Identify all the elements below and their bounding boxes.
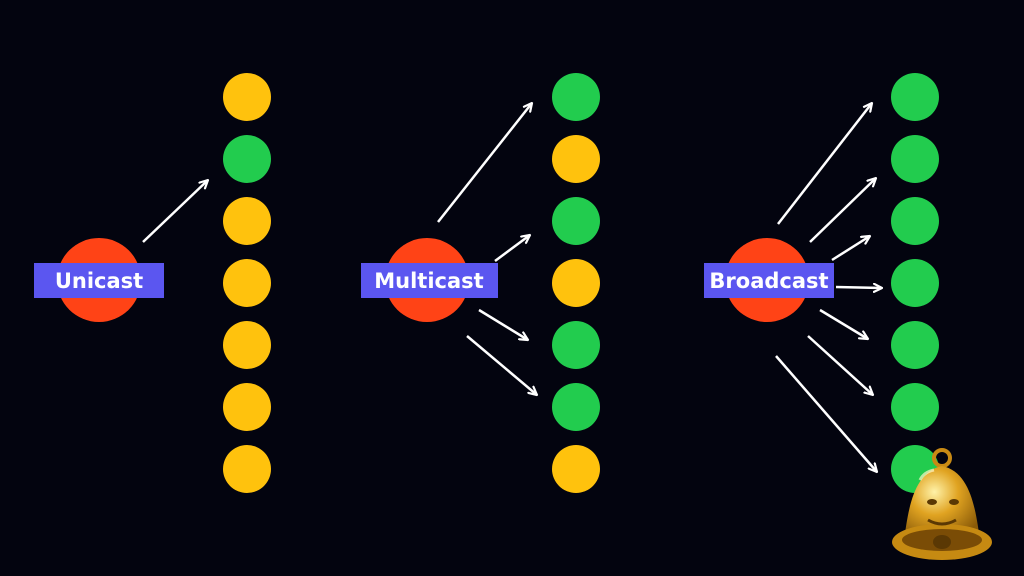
receiver-node-idle xyxy=(223,73,271,121)
panel-unicast: Unicast xyxy=(34,73,271,493)
receiver-node-active xyxy=(891,383,939,431)
receiver-node-active xyxy=(223,135,271,183)
arrow xyxy=(494,235,530,263)
panel-multicast: Multicast xyxy=(361,73,600,493)
arrows xyxy=(142,180,208,243)
receiver-node-active xyxy=(891,197,939,245)
receiver-column xyxy=(223,73,271,493)
receiver-column xyxy=(891,73,939,493)
cast-label-box xyxy=(704,263,834,298)
receiver-node-idle xyxy=(223,321,271,369)
arrow xyxy=(466,335,537,395)
cast-label-box xyxy=(34,263,164,298)
receiver-node-idle xyxy=(223,383,271,431)
receiver-node-active xyxy=(552,73,600,121)
receiver-node-idle xyxy=(223,259,271,307)
arrow xyxy=(775,355,877,472)
receiver-node-active xyxy=(891,259,939,307)
receiver-node-idle xyxy=(552,259,600,307)
receiver-node-active xyxy=(552,197,600,245)
arrow xyxy=(819,308,868,339)
arrow xyxy=(835,287,882,288)
arrow xyxy=(809,178,876,243)
receiver-node-idle xyxy=(552,135,600,183)
receiver-node-active xyxy=(891,73,939,121)
arrow xyxy=(437,103,532,223)
arrows xyxy=(437,103,537,395)
receiver-node-idle xyxy=(223,445,271,493)
arrows xyxy=(775,103,882,472)
arrow xyxy=(777,103,872,225)
receiver-node-idle xyxy=(552,445,600,493)
bell-icon xyxy=(892,448,992,560)
cast-label-box xyxy=(361,263,498,298)
receiver-node-idle xyxy=(223,197,271,245)
receiver-node-active xyxy=(552,321,600,369)
arrow xyxy=(807,335,873,395)
arrow xyxy=(831,236,870,262)
cast-label: Multicast xyxy=(374,269,483,293)
receiver-node-active xyxy=(891,321,939,369)
panel-broadcast: Broadcast xyxy=(704,73,939,493)
receiver-node-active xyxy=(552,383,600,431)
arrow xyxy=(142,180,208,243)
arrow xyxy=(478,308,528,340)
receiver-column xyxy=(552,73,600,493)
cast-label: Broadcast xyxy=(709,269,828,293)
cast-label: Unicast xyxy=(55,269,143,293)
receiver-node-active xyxy=(891,135,939,183)
